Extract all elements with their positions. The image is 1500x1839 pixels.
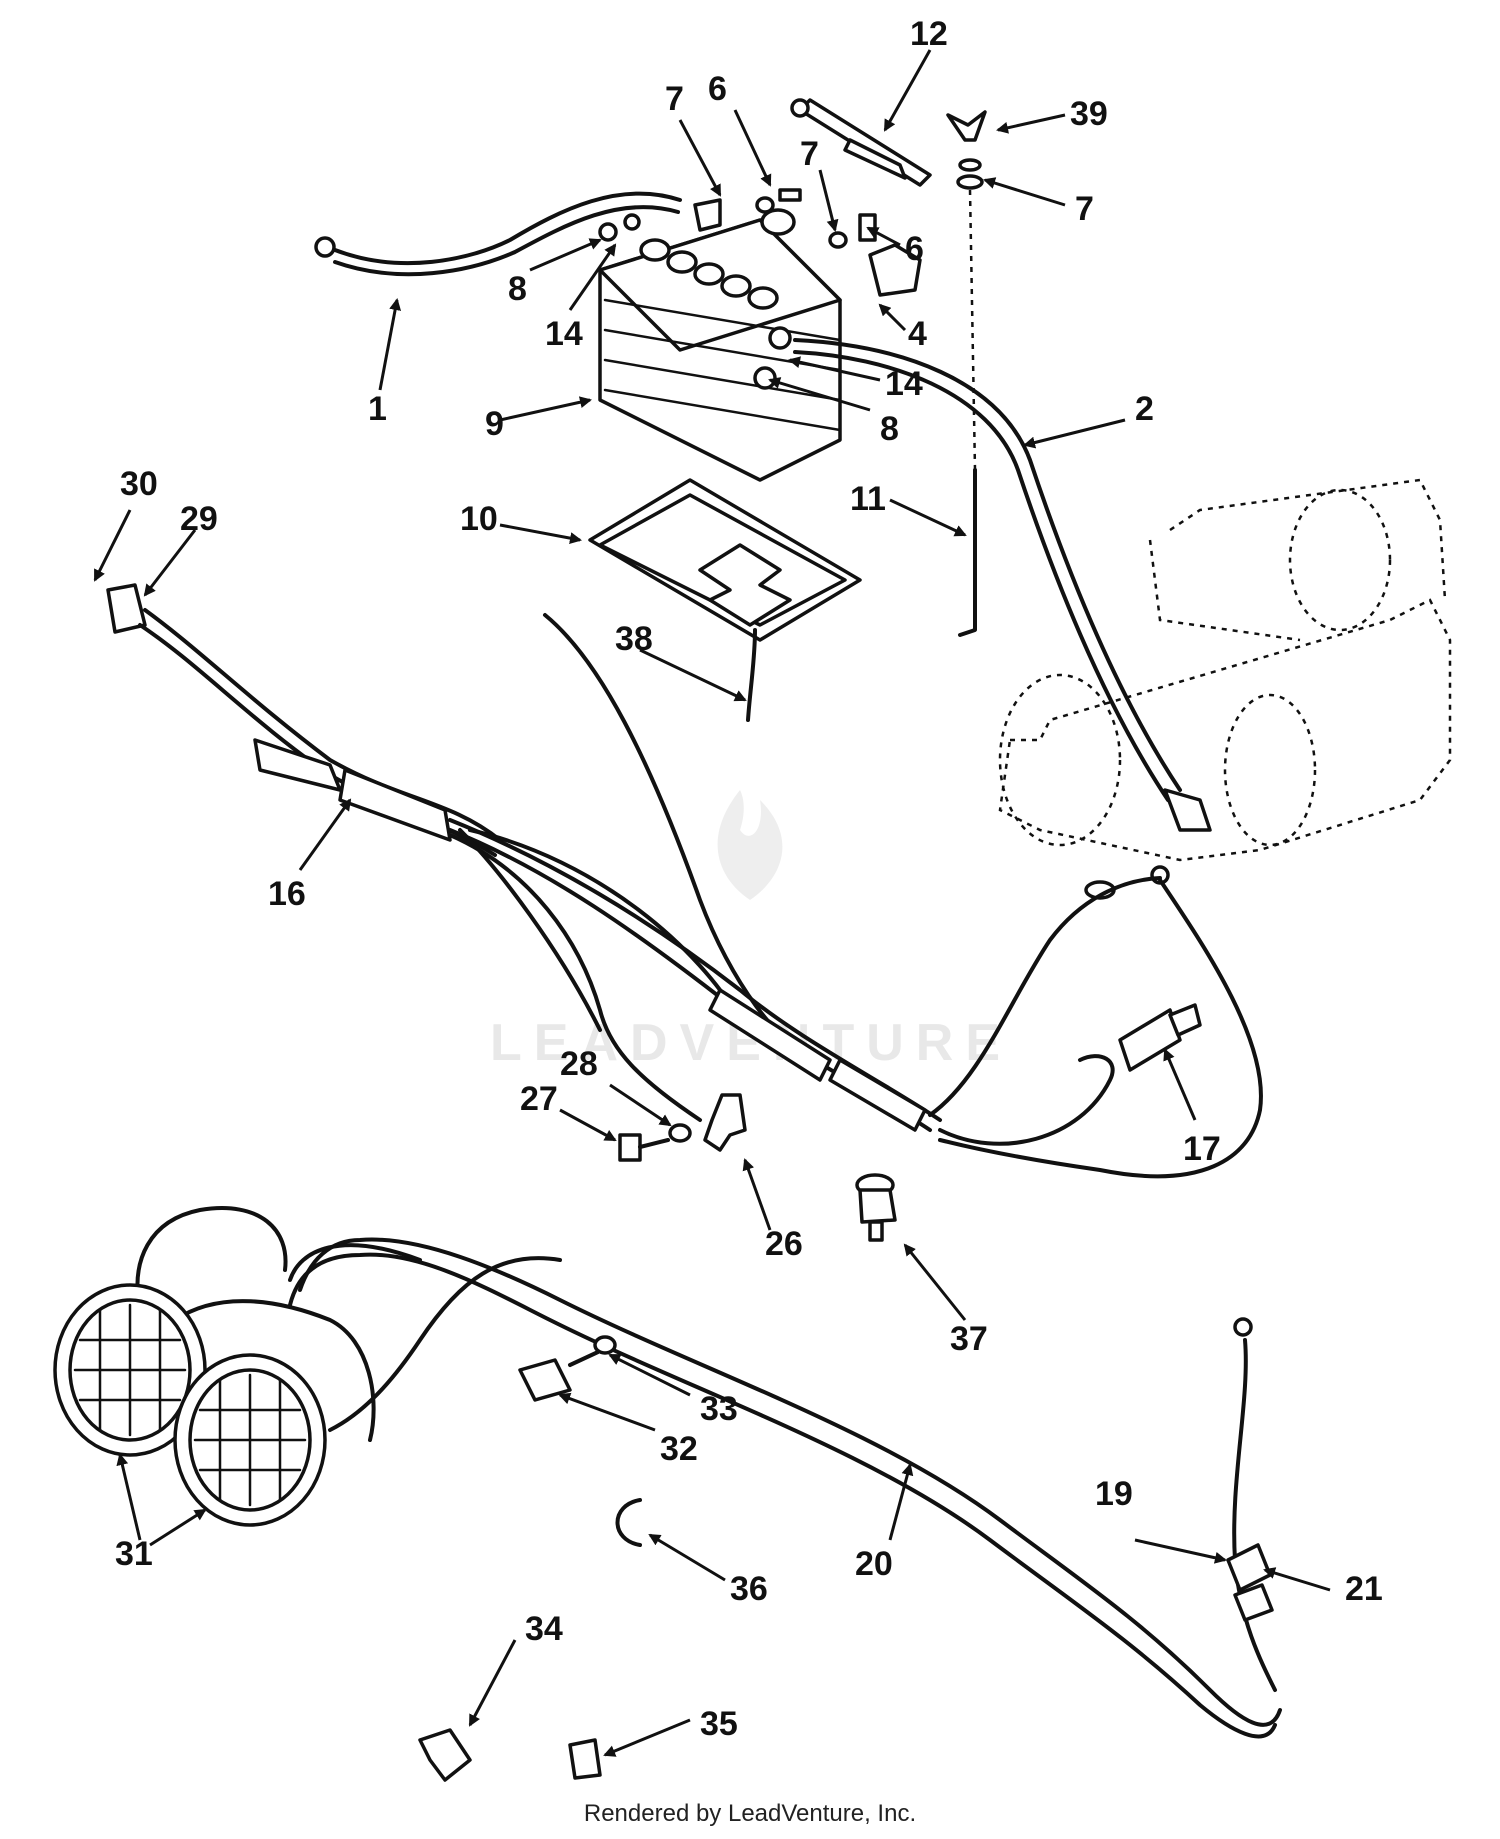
callout-7b: 7 [800,135,819,173]
callout-11: 11 [850,480,886,518]
callout-37: 37 [950,1320,988,1358]
callout-33: 33 [700,1390,738,1428]
footer-credit: Rendered by LeadVenture, Inc. [583,1800,917,1827]
callout-35: 35 [700,1705,738,1743]
branch-wire [1232,1338,1277,1692]
callout-34: 34 [525,1610,563,1648]
callout-16: 16 [268,875,306,913]
headlight-harness [135,1206,1282,1739]
sender-switch [1118,1003,1202,1072]
callout-labels: 1 2 4 6 6 7 7 7 8 8 9 10 11 12 14 14 16 … [115,15,1383,1743]
callout-21: 21 [1345,1570,1383,1608]
battery [598,218,842,482]
leader-arrows [93,49,1331,1757]
callout-4: 4 [908,315,927,353]
callout-19: 19 [1095,1475,1133,1513]
main-harness [106,583,942,1132]
bracket-32-33 [518,1335,617,1402]
connector-21 [1233,1583,1274,1622]
callout-8b: 8 [880,410,899,448]
headlights [53,1283,327,1527]
branch-terminal [1233,1317,1253,1337]
ground-wire [938,878,1263,1179]
callout-1: 1 [368,390,387,428]
harness-upper [928,876,1162,1117]
callout-31: 31 [115,1535,153,1573]
callout-6a: 6 [708,70,727,108]
switch-wire [938,1054,1115,1146]
snap-ring-36 [615,1498,642,1547]
callout-29: 29 [180,500,218,538]
callout-27: 27 [520,1080,558,1118]
watermark: LEADVENTURE [490,790,1000,1072]
callout-39: 39 [1070,95,1108,133]
clip-34 [418,1728,472,1782]
starter-motor [998,478,1452,862]
callout-14b: 14 [885,365,923,403]
callout-7a: 7 [665,80,684,118]
battery-cables [314,191,1212,832]
callout-36: 36 [730,1570,768,1608]
callout-12: 12 [910,15,948,53]
callout-14a: 14 [545,315,583,353]
callout-9: 9 [485,405,504,443]
fasteners [618,1093,747,1162]
callout-32: 32 [660,1430,698,1468]
callout-6b: 6 [905,230,924,268]
pressure-switch [855,1173,897,1242]
callout-8a: 8 [508,270,527,308]
callout-10: 10 [460,500,498,538]
clip-35 [568,1738,602,1780]
callout-17: 17 [1183,1130,1221,1168]
callout-30: 30 [120,465,158,503]
battery-tray [588,478,862,642]
callout-26: 26 [765,1225,803,1263]
callout-2: 2 [1135,390,1154,428]
callout-20: 20 [855,1545,893,1583]
wire-38-end [746,628,757,722]
callout-7c: 7 [1075,190,1094,228]
callout-28: 28 [560,1045,598,1083]
callout-38: 38 [615,620,653,658]
hold-down [790,98,987,637]
terminal-hardware [598,188,1170,900]
